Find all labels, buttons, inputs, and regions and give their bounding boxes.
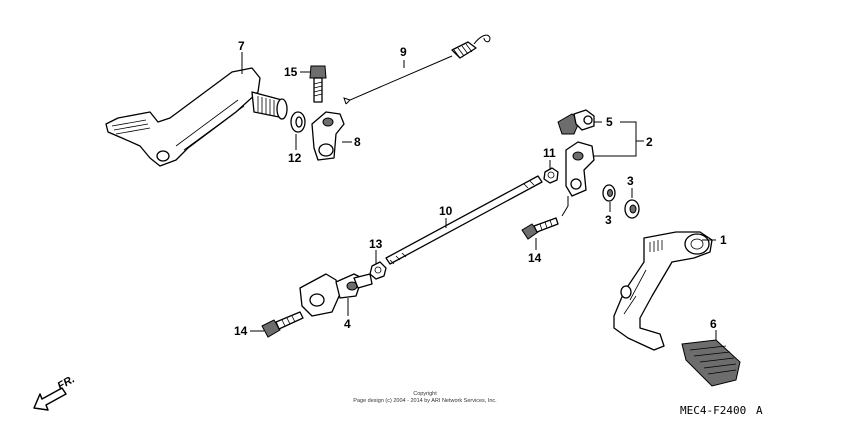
bolt-14-middle[interactable]: [521, 217, 559, 240]
callout-6: 6: [710, 317, 717, 331]
callout-1: 1: [720, 233, 727, 247]
nut-11[interactable]: [543, 167, 559, 184]
washer-12[interactable]: [290, 111, 306, 133]
front-direction-indicator: FR.: [33, 373, 77, 411]
callout-4: 4: [344, 317, 351, 331]
diagram-code-suffix: A: [756, 404, 763, 417]
copyright-title: Copyright: [413, 391, 437, 397]
pedal-rubber[interactable]: [681, 339, 741, 387]
brake-pedal[interactable]: [613, 231, 713, 351]
return-spring[interactable]: [343, 34, 491, 105]
callout-14-middle: 14: [528, 251, 542, 265]
callout-5: 5: [606, 115, 613, 129]
shift-joint[interactable]: [299, 273, 373, 317]
leader-lines: [241, 52, 717, 340]
ball-joint[interactable]: [557, 109, 595, 135]
front-arrow-icon: [33, 387, 67, 411]
brake-arm[interactable]: [565, 141, 595, 197]
bolt-14-left[interactable]: [261, 311, 304, 338]
front-direction-label: FR.: [56, 373, 77, 392]
tie-rod[interactable]: [385, 175, 543, 265]
copyright-notice: Page design (c) 2004 - 2014 by ARI Netwo…: [353, 398, 497, 404]
callout-14-left: 14: [234, 324, 248, 338]
nut-13[interactable]: [369, 261, 387, 280]
washer-3-b[interactable]: [624, 199, 640, 219]
callout-9: 9: [400, 45, 407, 59]
callout-12: 12: [288, 151, 302, 165]
callout-15: 15: [284, 65, 298, 79]
callout-3-lower: 3: [605, 213, 612, 227]
callout-8: 8: [354, 135, 361, 149]
callout-7: 7: [238, 39, 245, 53]
bolt-15[interactable]: [309, 65, 327, 103]
callout-13: 13: [369, 237, 383, 251]
diagram-code: MEC4-F2400: [680, 404, 746, 417]
callout-3-upper: 3: [627, 174, 634, 188]
shift-arm[interactable]: [311, 111, 345, 161]
washer-3-a[interactable]: [602, 184, 616, 202]
callout-labels: 1 2 3 3 4 5 6 7 8 9 10 11 12 13 14 14 15: [234, 39, 727, 338]
callout-10: 10: [439, 204, 453, 218]
callout-2: 2: [646, 135, 653, 149]
callout-11: 11: [543, 146, 556, 160]
gearshift-pedal[interactable]: [105, 67, 288, 167]
